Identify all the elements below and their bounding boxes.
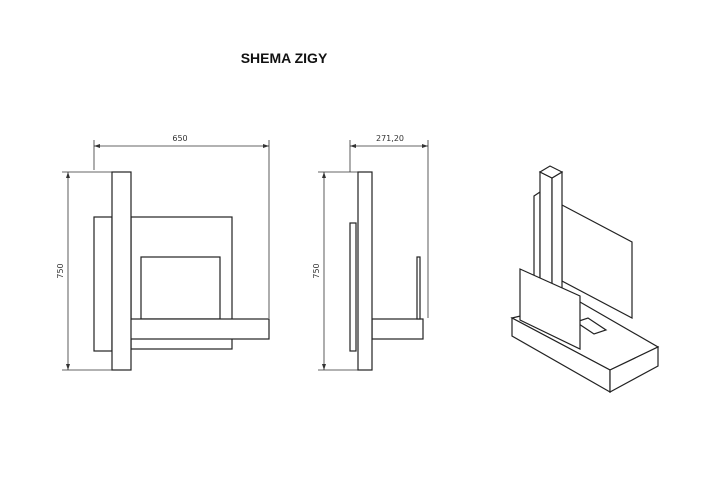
side-view: 271,20 750 xyxy=(312,134,429,371)
side-column xyxy=(357,171,373,371)
side-width-arrow-right xyxy=(422,144,428,148)
side-thin-panel xyxy=(349,222,357,352)
front-base-bar xyxy=(129,318,270,340)
side-height-label: 750 xyxy=(312,263,321,278)
front-width-label: 650 xyxy=(172,134,187,143)
side-height-arrow-top xyxy=(322,172,326,178)
front-height-label: 750 xyxy=(56,263,65,278)
front-view: 650 750 xyxy=(56,134,270,371)
iso-column-top xyxy=(538,165,564,179)
iso-glass-panel xyxy=(519,268,581,350)
side-glass xyxy=(416,256,421,320)
front-column xyxy=(111,171,132,371)
front-height-arrow-top xyxy=(66,172,70,178)
iso-burner-slot xyxy=(574,317,608,335)
front-width-arrow-right xyxy=(263,144,269,148)
drawing-title: SHEMA ZIGY xyxy=(240,50,328,66)
side-width-label: 271,20 xyxy=(376,134,404,143)
front-height-arrow-bottom xyxy=(66,364,70,370)
side-height-arrow-bottom xyxy=(322,364,326,370)
isometric-view xyxy=(510,165,660,394)
side-base-bar xyxy=(371,318,424,340)
front-left-panel xyxy=(93,216,113,352)
iso-base-right xyxy=(609,346,659,394)
side-width-arrow-left xyxy=(350,144,356,148)
front-width-arrow-left xyxy=(94,144,100,148)
